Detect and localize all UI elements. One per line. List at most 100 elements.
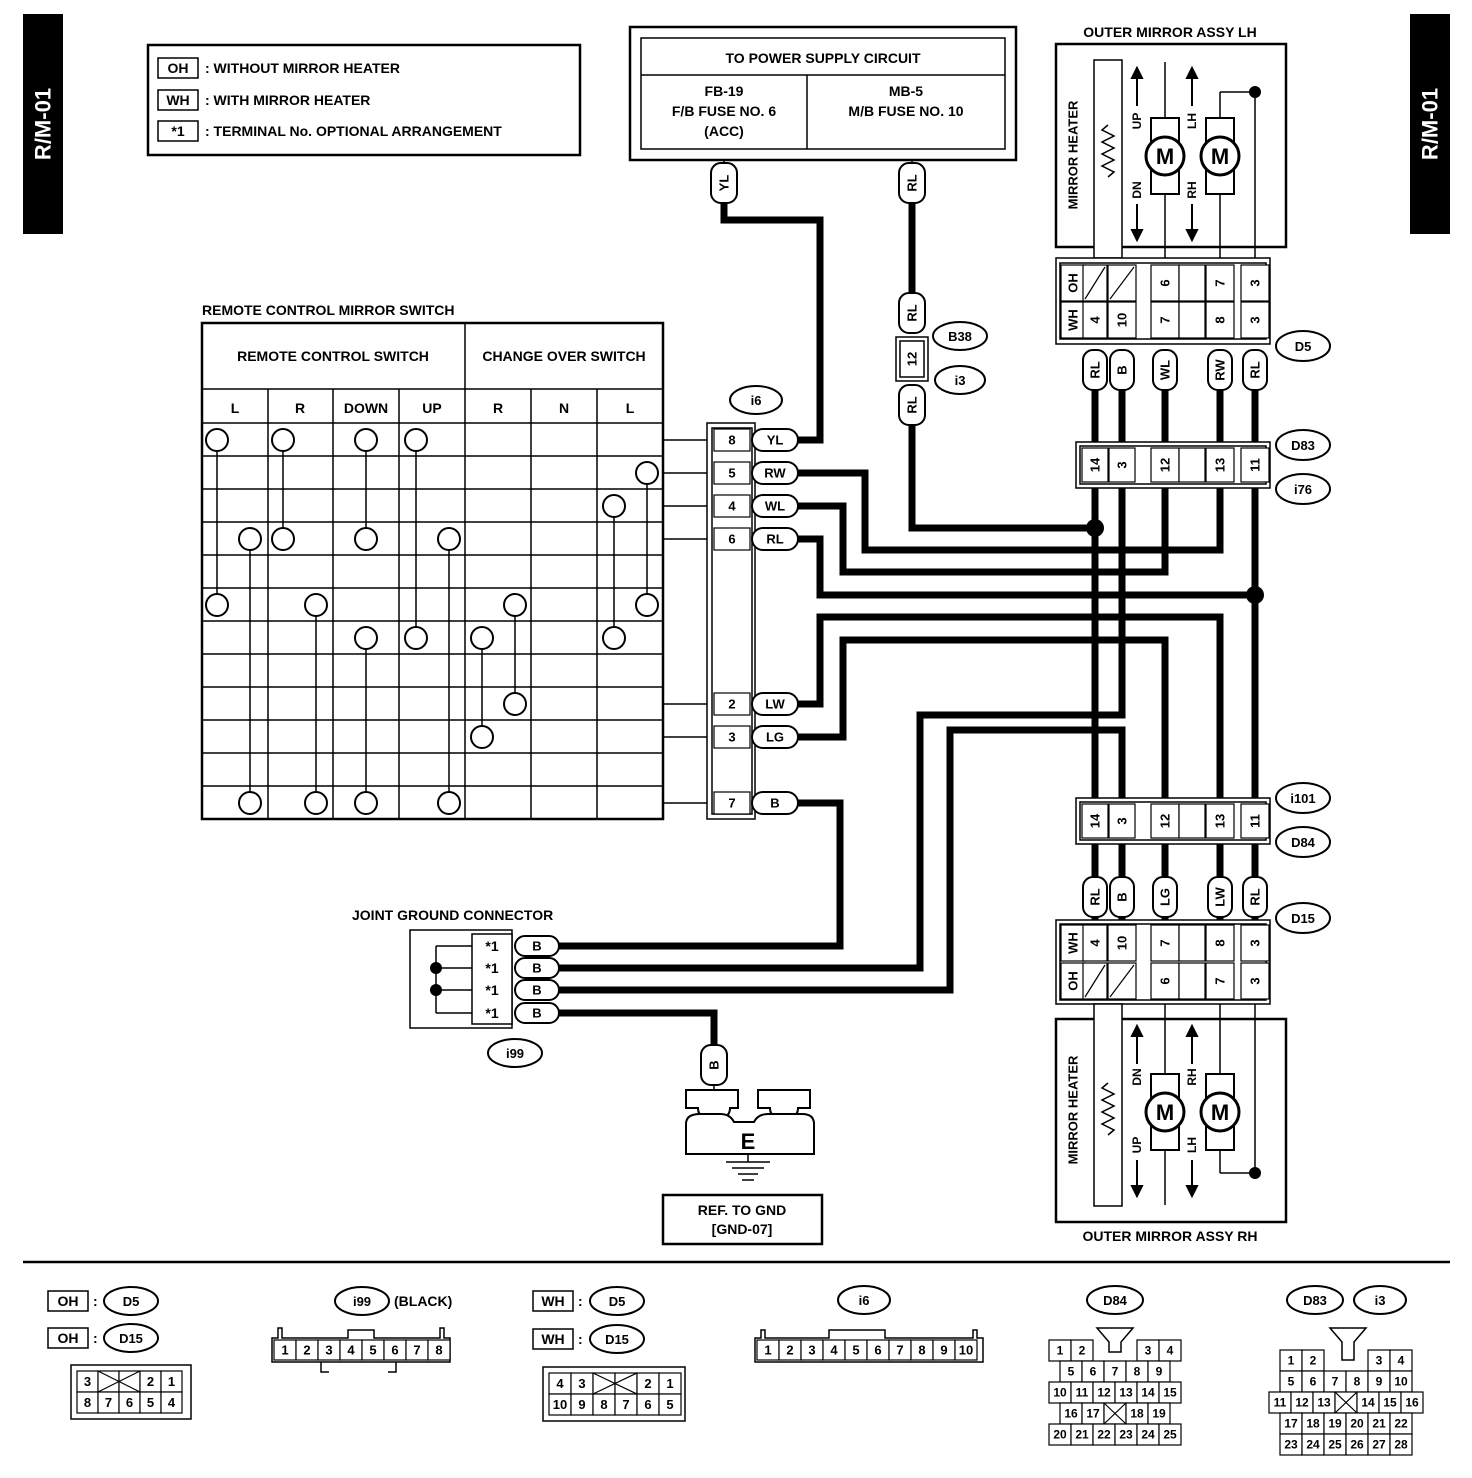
mirror-lh-title: OUTER MIRROR ASSY LH — [1083, 24, 1256, 40]
d84b-pin-9: 9 — [1156, 1365, 1163, 1379]
i99-pin-1: 1 — [281, 1343, 288, 1358]
junction-dot-rl — [1086, 519, 1104, 537]
d84-tag: D84 — [1291, 835, 1316, 850]
d83b-pin-16: 16 — [1405, 1396, 1419, 1410]
d83b-pin-19: 19 — [1328, 1417, 1342, 1431]
d5-oh_row-3: 6 — [1158, 279, 1173, 286]
i3-tag: i3 — [955, 373, 966, 388]
d5-wh_row-1: 4 — [1088, 316, 1103, 324]
wire-tag-yl: YL — [710, 162, 738, 204]
remote-control-mirror-switch: REMOTE CONTROL MIRROR SWITCH REMOTE CONT… — [200, 302, 665, 821]
wh-conn-pin-6: 6 — [644, 1397, 651, 1412]
switch-title: REMOTE CONTROL MIRROR SWITCH — [202, 302, 455, 318]
d83b-pin-14: 14 — [1361, 1396, 1375, 1410]
d5-wire-1: B — [1115, 365, 1130, 374]
i99-pin-6: 6 — [391, 1343, 398, 1358]
i6b-pin-4: 4 — [830, 1343, 838, 1358]
i99-pin-8: 8 — [435, 1343, 442, 1358]
d84-pin-14: 14 — [1088, 813, 1103, 828]
b38-connector: RL 12 RL B38 i3 — [895, 292, 988, 426]
power-right-1: MB-5 — [889, 83, 923, 99]
wire-tag-rl: RL — [898, 162, 926, 204]
d83b-pin-20: 20 — [1350, 1417, 1364, 1431]
d83b-pin-23: 23 — [1284, 1438, 1298, 1452]
power-left-3: (ACC) — [704, 123, 744, 139]
d83b-pin-4: 4 — [1398, 1354, 1405, 1368]
d84b-pin-25: 25 — [1163, 1428, 1177, 1442]
page-code-left: R/M-01 — [23, 14, 63, 234]
d83-pin-13: 13 — [1213, 458, 1228, 472]
outer-mirror-lh: OUTER MIRROR ASSY LH MIRROR HEATER M M U… — [1054, 24, 1288, 259]
d83b-pin-17: 17 — [1284, 1417, 1298, 1431]
d83b-pin-5: 5 — [1288, 1375, 1295, 1389]
power-supply-box: TO POWER SUPPLY CIRCUIT FB-19 F/B FUSE N… — [628, 25, 1018, 162]
ground-ref-2: [GND-07] — [712, 1221, 773, 1237]
junction-dot-rl2 — [1246, 586, 1264, 604]
d5-wire-0: RL — [1088, 361, 1103, 378]
d5-wh_row-3: 7 — [1158, 316, 1173, 323]
page-code-right-text: R/M-01 — [1418, 88, 1443, 160]
switch-section-changeover: CHANGE OVER SWITCH — [482, 348, 645, 364]
d83b-pin-26: 26 — [1350, 1438, 1364, 1452]
d83-pin-12: 12 — [1158, 458, 1173, 472]
wh-conn-pin-1: 1 — [666, 1376, 673, 1391]
bottom-oh-code-1: OH — [58, 1293, 79, 1309]
i76-tag: i76 — [1294, 482, 1312, 497]
i6-pin-[object Object]: 4 — [728, 499, 736, 514]
ground: B E REF. TO GND [GND-07] — [661, 1044, 824, 1246]
bottom-i6-tag: i6 — [859, 1293, 870, 1308]
d5-wire-2: WL — [1158, 360, 1173, 380]
d84b-pin-16: 16 — [1064, 1407, 1078, 1421]
d84b-pin-19: 19 — [1152, 1407, 1166, 1421]
d84-pin-11: 11 — [1248, 814, 1263, 828]
jgc-term-1: *1 — [485, 960, 498, 976]
outer-mirror-rh: MIRROR HEATER M M DN UP RH LH OUTER MIRR… — [1054, 1003, 1288, 1244]
d84b-pin-18: 18 — [1130, 1407, 1144, 1421]
d5-wh_row-6: 3 — [1248, 316, 1263, 323]
ground-wire-label: B — [707, 1060, 722, 1069]
d84b-pin-20: 20 — [1053, 1428, 1067, 1442]
i6b-pin-6: 6 — [874, 1343, 881, 1358]
d83b-pin-12: 12 — [1295, 1396, 1309, 1410]
d84b-pin-23: 23 — [1119, 1428, 1133, 1442]
wh-conn-pin-7: 7 — [622, 1397, 629, 1412]
d83b-pin-3: 3 — [1376, 1354, 1383, 1368]
page-code-right: R/M-01 — [1410, 14, 1450, 234]
d84-pin-3: 3 — [1115, 817, 1130, 824]
i6-wire-6: B — [770, 796, 779, 811]
d84b-pin-10: 10 — [1053, 1386, 1067, 1400]
switch-col-up: UP — [422, 400, 441, 416]
i99-pin-3: 3 — [325, 1343, 332, 1358]
i6-pin-[object Object]: 3 — [728, 730, 735, 745]
jgc-wire-2: B — [532, 983, 541, 998]
colon-2: : — [93, 1330, 98, 1346]
d84b-pin-13: 13 — [1119, 1386, 1133, 1400]
i6b-pin-10: 10 — [959, 1343, 973, 1358]
d84b-pin-15: 15 — [1163, 1386, 1177, 1400]
d83-pin-11: 11 — [1248, 458, 1263, 472]
oh-conn-pin-5: 5 — [147, 1395, 154, 1410]
jgc-term-2: *1 — [485, 982, 498, 998]
d83b-pin-6: 6 — [1310, 1375, 1317, 1389]
d5-wire-3: RW — [1213, 359, 1228, 381]
d83b-pin-9: 9 — [1376, 1375, 1383, 1389]
b38-tag: B38 — [948, 329, 972, 344]
oh-conn-pin-8: 8 — [84, 1395, 91, 1410]
colon-1: : — [93, 1293, 98, 1309]
switch-col-l: L — [231, 400, 240, 416]
d5-oh_row-0: OH — [1066, 273, 1081, 293]
i6-pin-[object Object]: 8 — [728, 433, 735, 448]
power-left-1: FB-19 — [705, 83, 744, 99]
d84-wire-3: LW — [1213, 887, 1228, 907]
mirror-lh-arrow-lh: LH — [1185, 113, 1199, 129]
mirror-rh-motor1: M — [1156, 1100, 1174, 1125]
mirror-rh-title: OUTER MIRROR ASSY RH — [1082, 1228, 1257, 1244]
bottom-d15-tag-1: D15 — [119, 1331, 143, 1346]
